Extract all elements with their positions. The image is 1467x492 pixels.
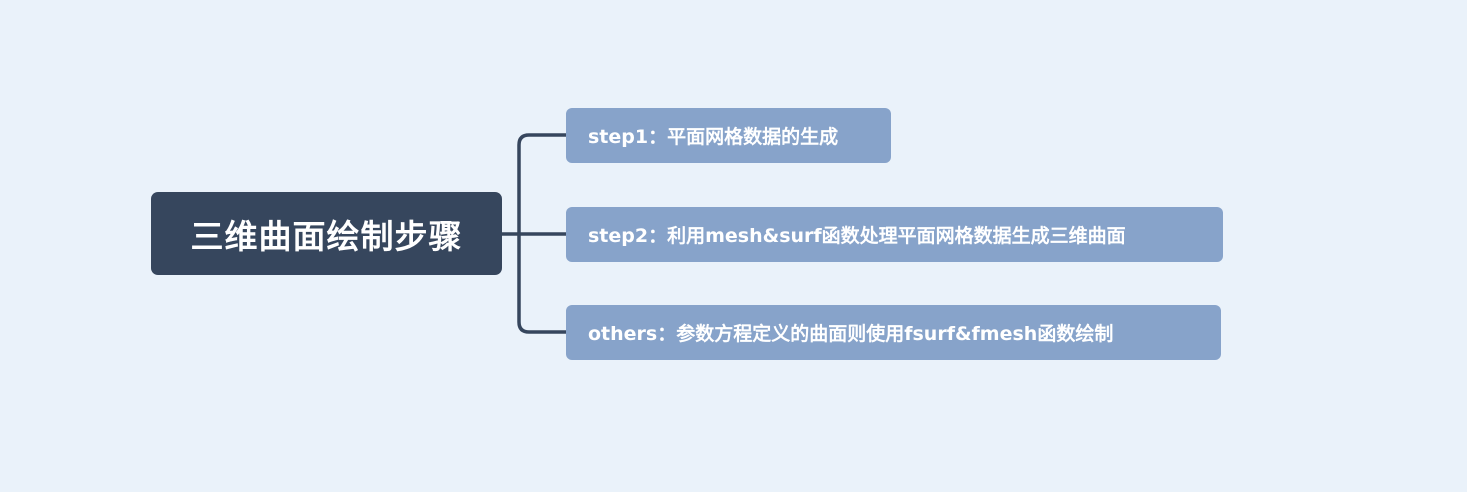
subtopic-others[interactable]: others：参数方程定义的曲面则使用fsurf&fmesh函数绘制	[566, 305, 1221, 360]
subtopic-step2[interactable]: step2：利用mesh&surf函数处理平面网格数据生成三维曲面	[566, 207, 1223, 262]
connector-to-step1	[517, 133, 568, 236]
root-topic[interactable]: 三维曲面绘制步骤	[151, 192, 502, 275]
subtopic-step1[interactable]: step1：平面网格数据的生成	[566, 108, 891, 163]
connector-to-others	[517, 232, 568, 334]
